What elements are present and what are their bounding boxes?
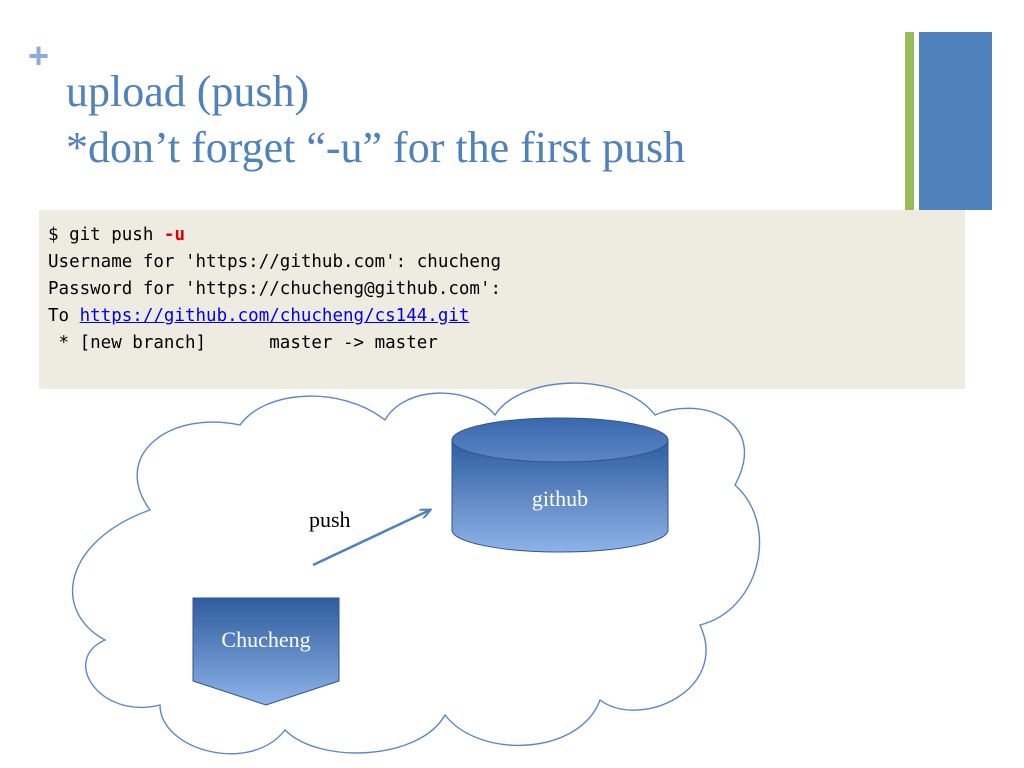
- github-label: github: [531, 486, 589, 511]
- code-prompt: $ git push: [48, 225, 164, 245]
- github-database-icon: [451, 417, 669, 553]
- code-line-2: Username for 'https://github.com': chuch…: [48, 252, 502, 272]
- code-line-4: To https://github.com/chucheng/cs144.git: [48, 303, 965, 330]
- chucheng-label: Chucheng: [221, 627, 311, 652]
- push-arrow: [312, 510, 430, 567]
- code-flag-u: -u: [163, 225, 185, 245]
- title-line-1: upload (push): [66, 67, 310, 116]
- push-label: push: [309, 507, 351, 532]
- chucheng-tag-shape: [192, 597, 340, 706]
- terminal-code-block: $ git push -u Username for 'https://gith…: [39, 210, 965, 389]
- repo-url-link[interactable]: https://github.com/chucheng/cs144.git: [79, 306, 470, 326]
- accent-bar-blue: [919, 32, 992, 210]
- accent-bar-green: [905, 32, 914, 210]
- slide-title: upload (push) *don’t forget “-u” for the…: [66, 64, 685, 176]
- code-line-5: * [new branch] master -> master: [48, 333, 438, 353]
- title-line-2: *don’t forget “-u” for the first push: [66, 123, 686, 172]
- code-to-prefix: To: [48, 306, 80, 326]
- code-line-1: $ git push -u: [48, 222, 965, 249]
- code-line-3: Password for 'https://chucheng@github.co…: [48, 279, 502, 299]
- plus-icon: +: [28, 35, 50, 76]
